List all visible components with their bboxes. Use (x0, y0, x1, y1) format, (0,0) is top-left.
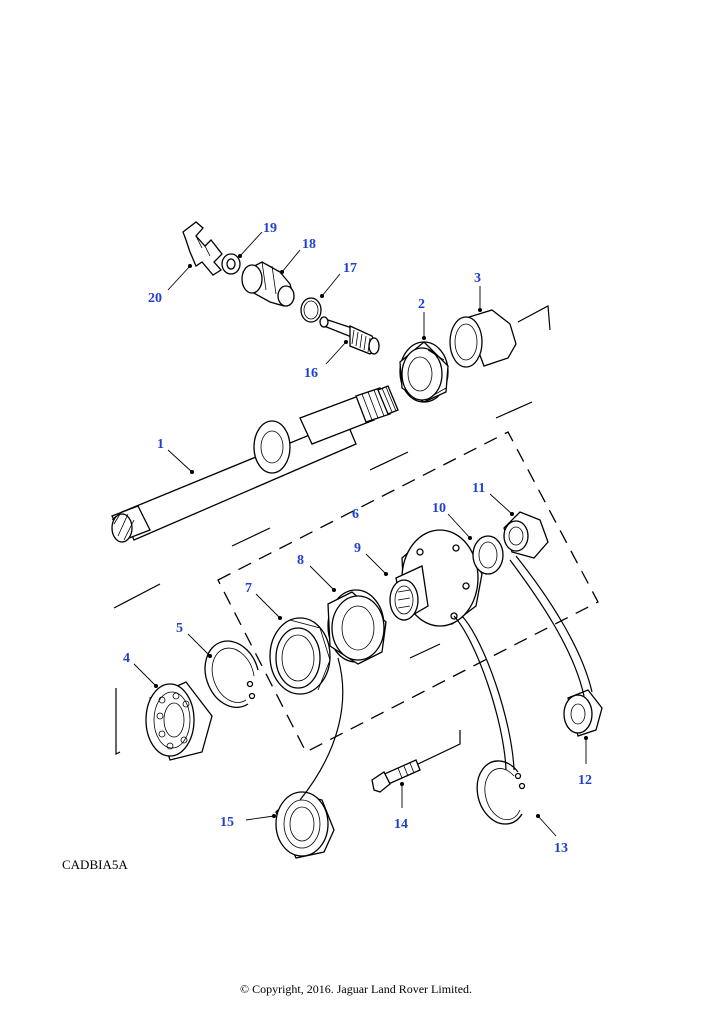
callout-9: 9 (354, 541, 361, 556)
bracket-line-bottom (409, 643, 441, 659)
callout-10: 10 (432, 501, 446, 516)
part-20-retaining-clip (182, 221, 223, 276)
assembly-path-12b (515, 555, 593, 693)
part-12-spacer (563, 689, 603, 737)
assembly-path-13 (453, 615, 507, 771)
copyright-notice: © Copyright, 2016. Jaguar Land Rover Lim… (240, 982, 472, 996)
callout-17: 17 (343, 261, 357, 276)
part-17-o-ring (300, 297, 322, 323)
part-5-circlip (204, 640, 259, 708)
bracket-line-left-lower (115, 688, 121, 755)
callout-15: 15 (220, 815, 234, 830)
assembly-path-13b (461, 615, 515, 771)
callout-12: 12 (578, 773, 592, 788)
callout-3: 3 (474, 271, 481, 286)
bracket-line-left (113, 583, 161, 609)
part-8-washer (327, 589, 387, 665)
part-10-washer (472, 535, 504, 575)
part-16-pinion (319, 316, 380, 355)
part-1-shaft (111, 385, 399, 543)
bracket-line-mid (495, 401, 533, 419)
assembly-path-12 (509, 559, 585, 697)
part-15-seal (275, 791, 335, 859)
leader-lines (133, 231, 588, 837)
part-11-nut (503, 511, 549, 559)
part-2-collar (399, 341, 449, 403)
part-3-sleeve (449, 309, 517, 368)
callout-18: 18 (302, 237, 316, 252)
callout-7: 7 (245, 581, 252, 596)
callout-14: 14 (394, 817, 408, 832)
assembly-path-14 (417, 730, 461, 765)
part-9-flange (389, 529, 483, 627)
bracket-line-inner (231, 451, 409, 547)
callout-1: 1 (157, 437, 164, 452)
part-18-housing (241, 261, 295, 307)
drawing-code: CADBIA5A (62, 857, 128, 872)
callout-2: 2 (418, 297, 425, 312)
bracket-line-upper (517, 305, 551, 331)
part-19-bush (221, 253, 241, 275)
callout-19: 19 (263, 221, 277, 236)
callout-4: 4 (123, 651, 130, 666)
assembly-path-15 (299, 657, 344, 801)
callout-8: 8 (297, 553, 304, 568)
part-4-bearing (145, 681, 213, 761)
part-14-bolt (371, 759, 421, 793)
part-7-oil-seal (269, 617, 331, 695)
callout-5: 5 (176, 621, 183, 636)
group-6-outline (217, 431, 599, 753)
callout-11: 11 (472, 481, 485, 496)
callout-6: 6 (352, 507, 359, 522)
callout-16: 16 (304, 366, 318, 381)
callout-20: 20 (148, 291, 162, 306)
callout-13: 13 (554, 841, 568, 856)
part-13-circlip (476, 760, 526, 825)
